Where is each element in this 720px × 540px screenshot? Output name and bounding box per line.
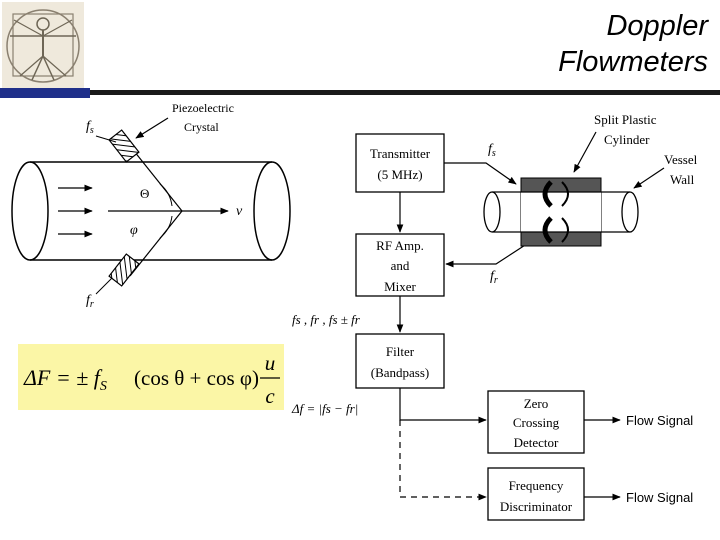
svg-text:Detector: Detector <box>514 435 559 450</box>
crystal-label-line-1: Piezoelectric <box>172 101 234 115</box>
equation-denominator: c <box>265 384 275 408</box>
probe-to-rf-line <box>445 237 537 268</box>
svg-text:Mixer: Mixer <box>384 279 416 294</box>
mixer-output-label: fs , fr , fs ± fr <box>292 312 361 327</box>
velocity-label: v <box>236 204 243 219</box>
equation-numerator: u <box>265 351 276 375</box>
vessel-wall-label-2: Wall <box>670 172 695 187</box>
svg-text:Crossing: Crossing <box>513 415 560 430</box>
page-title: Doppler Flowmeters <box>308 8 708 80</box>
svg-text:Zero: Zero <box>524 396 549 411</box>
bandpass-filter-block: Filter (Bandpass) <box>355 333 445 389</box>
split-cylinder-label-2: Cylinder <box>604 132 650 147</box>
receive-crystal <box>108 253 140 287</box>
flow-arrows <box>58 184 93 238</box>
fs-label-right: fs <box>488 142 496 159</box>
flow-signal-label-2: Flow Signal <box>626 490 693 505</box>
split-cylinder-label-1: Split Plastic <box>594 112 657 127</box>
svg-text:RF Amp.: RF Amp. <box>376 238 424 253</box>
vessel-cross-section <box>11 161 291 261</box>
title-line-2: Flowmeters <box>558 46 708 78</box>
transmit-crystal <box>108 129 140 163</box>
title-divider <box>0 88 720 98</box>
equation-lhs: ΔF = ± fS <box>23 365 107 394</box>
split-cylinder-probe <box>483 177 639 247</box>
doppler-equation-box: ΔF = ± fS (cos θ + cos φ) u c <box>18 344 284 410</box>
svg-text:Frequency: Frequency <box>509 478 564 493</box>
vessel-wall-label-1: Vessel <box>664 152 698 167</box>
flow-signal-label-1: Flow Signal <box>626 413 693 428</box>
crystal-label-line-2: Crystal <box>184 120 219 134</box>
title-line-1: Doppler <box>606 10 708 42</box>
filter-to-zero-line <box>399 388 487 424</box>
divider-accent <box>0 88 90 98</box>
vessel-wall-pointer <box>633 167 665 189</box>
svg-text:and: and <box>391 258 410 273</box>
phi-label: φ <box>130 223 138 238</box>
fr-label-left: fr <box>86 293 94 310</box>
transmitter-to-probe-line <box>444 162 517 185</box>
fr-label-right: fr <box>490 269 498 286</box>
frequency-discriminator-block: Frequency Discriminator <box>487 467 585 521</box>
rf-amp-mixer-block: RF Amp. and Mixer <box>355 233 445 297</box>
svg-text:Filter: Filter <box>386 344 415 359</box>
svg-text:(5 MHz): (5 MHz) <box>377 167 422 182</box>
transmitter-block: Transmitter (5 MHz) <box>355 133 445 193</box>
vitruvian-man-icon <box>2 2 84 88</box>
svg-text:Transmitter: Transmitter <box>370 146 431 161</box>
equation-body: (cos θ + cos φ) <box>134 366 259 390</box>
svg-text:Discriminator: Discriminator <box>500 499 573 514</box>
svg-text:(Bandpass): (Bandpass) <box>371 365 430 380</box>
crystal-pointer <box>135 117 169 139</box>
split-cylinder-pointer <box>573 131 597 173</box>
zero-crossing-detector-block: Zero Crossing Detector <box>487 390 585 454</box>
delta-f-label: Δf = |fs − fr| <box>291 401 358 416</box>
fs-label-left: fs <box>86 119 94 136</box>
filter-to-discriminator-line <box>399 420 487 501</box>
theta-label: Θ <box>140 186 149 201</box>
